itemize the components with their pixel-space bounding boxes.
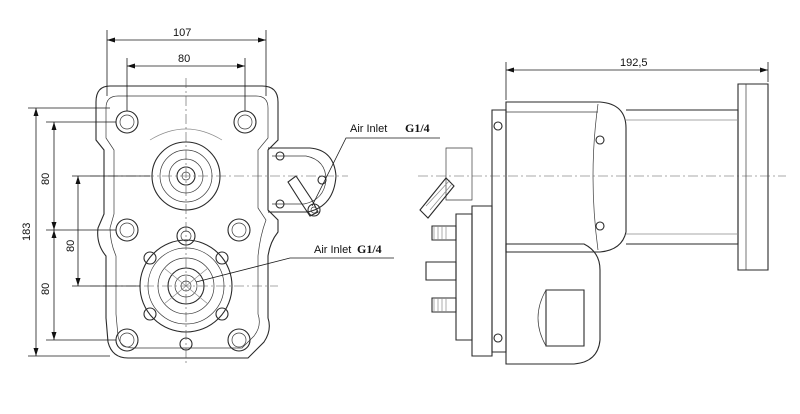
middle-left-bolt-hole bbox=[115, 218, 139, 242]
side-square-boss bbox=[425, 261, 457, 281]
dim-80-left-upper-label: 80 bbox=[40, 173, 52, 185]
lower-inlet-thread: G1/4 bbox=[357, 242, 382, 256]
upper-inlet-port-inner bbox=[310, 206, 318, 214]
bottom-left-bolt-inner bbox=[119, 332, 135, 348]
lower-inlet-leader bbox=[195, 257, 394, 283]
upper-inlet-leader bbox=[311, 137, 440, 207]
side-bolt-top bbox=[493, 121, 503, 131]
flange-bolt-2 bbox=[215, 251, 229, 265]
inlet-screw-right bbox=[317, 175, 327, 185]
middle-right-bolt-hole bbox=[227, 218, 251, 242]
dim-192-arrow-left bbox=[506, 67, 514, 73]
side-lower-cover bbox=[545, 289, 585, 347]
upper-inlet-fitting bbox=[287, 175, 319, 217]
flange-bolt-1 bbox=[143, 251, 157, 265]
middle-left-bolt-inner bbox=[119, 222, 135, 238]
side-stud-lower bbox=[431, 297, 457, 313]
upper-right-bolt-inner bbox=[237, 114, 253, 130]
side-angled-inlet bbox=[419, 177, 455, 219]
upper-inlet-label: Air Inlet bbox=[350, 123, 387, 135]
upper-left-bolt-hole bbox=[115, 110, 139, 134]
dim-183-label: 183 bbox=[21, 223, 33, 241]
dim-80-top-label: 80 bbox=[178, 53, 190, 65]
dim-183-arrow-bottom bbox=[33, 348, 39, 356]
side-view: 192,5 bbox=[418, 57, 786, 365]
upper-inlet-port bbox=[307, 203, 321, 217]
side-bolt-bottom bbox=[493, 333, 503, 343]
side-body-curve bbox=[592, 103, 599, 251]
front-housing-inner bbox=[105, 95, 269, 349]
dim-80-left-upper-arrow-top bbox=[51, 122, 57, 130]
inlet-screw-top bbox=[275, 151, 285, 161]
side-stud-upper-thread bbox=[433, 226, 447, 240]
dim-80-top-arrow-left bbox=[127, 63, 135, 69]
inlet-screw-bottom bbox=[275, 199, 285, 209]
dim-80-left-lower-arrow-bottom bbox=[51, 332, 57, 340]
side-stud-lower-thread bbox=[433, 298, 447, 312]
flange-bolt-4 bbox=[215, 307, 229, 321]
upper-right-bolt-hole bbox=[233, 110, 257, 134]
side-lower-cover-curve bbox=[537, 289, 547, 347]
dim-192-arrow-right bbox=[760, 67, 768, 73]
dim-80-inner-label: 80 bbox=[65, 240, 77, 252]
dim-80-left-lower-label: 80 bbox=[40, 283, 52, 295]
side-body-bolt-top bbox=[595, 135, 605, 145]
front-housing-outline bbox=[95, 85, 279, 359]
upper-left-bolt-inner bbox=[119, 114, 135, 130]
side-mount-plate bbox=[471, 205, 493, 357]
dim-80-inner-arrow-bottom bbox=[75, 278, 81, 286]
side-upper-fitting-block bbox=[445, 147, 473, 201]
middle-right-bolt-inner bbox=[231, 222, 247, 238]
upper-inlet-housing bbox=[268, 147, 337, 213]
dim-80-inner-arrow-top bbox=[75, 176, 81, 184]
side-mount-plate-outer bbox=[455, 213, 473, 341]
dim-80-top-arrow-right bbox=[237, 63, 245, 69]
dim-80-left-upper-arrow-bottom bbox=[51, 222, 57, 230]
side-angled-inlet-thread bbox=[425, 179, 453, 211]
dim-107-label: 107 bbox=[173, 27, 191, 39]
side-body-bolt-bottom bbox=[595, 221, 605, 231]
dim-80-left-lower-arrow-top bbox=[51, 230, 57, 238]
front-view: 107 80 183 80 80 80 bbox=[21, 27, 440, 366]
side-front-plate bbox=[491, 109, 507, 353]
lower-inlet-label: Air Inlet bbox=[314, 244, 351, 256]
side-tube bbox=[626, 109, 739, 245]
dim-192-label: 192,5 bbox=[620, 57, 648, 69]
side-end-flange bbox=[737, 83, 769, 271]
dim-107-arrow-left bbox=[107, 37, 115, 43]
side-lower-housing bbox=[505, 243, 601, 365]
side-main-body bbox=[505, 101, 627, 253]
upper-inlet-thread: G1/4 bbox=[405, 121, 430, 135]
dim-107-arrow-right bbox=[258, 37, 266, 43]
dim-183-arrow-top bbox=[33, 108, 39, 116]
flange-bolt-3 bbox=[143, 307, 157, 321]
upper-boss-shade bbox=[149, 128, 223, 141]
side-stud-upper bbox=[431, 225, 457, 241]
bottom-right-bolt-inner bbox=[231, 332, 247, 348]
bottom-right-bolt-hole bbox=[227, 328, 251, 352]
